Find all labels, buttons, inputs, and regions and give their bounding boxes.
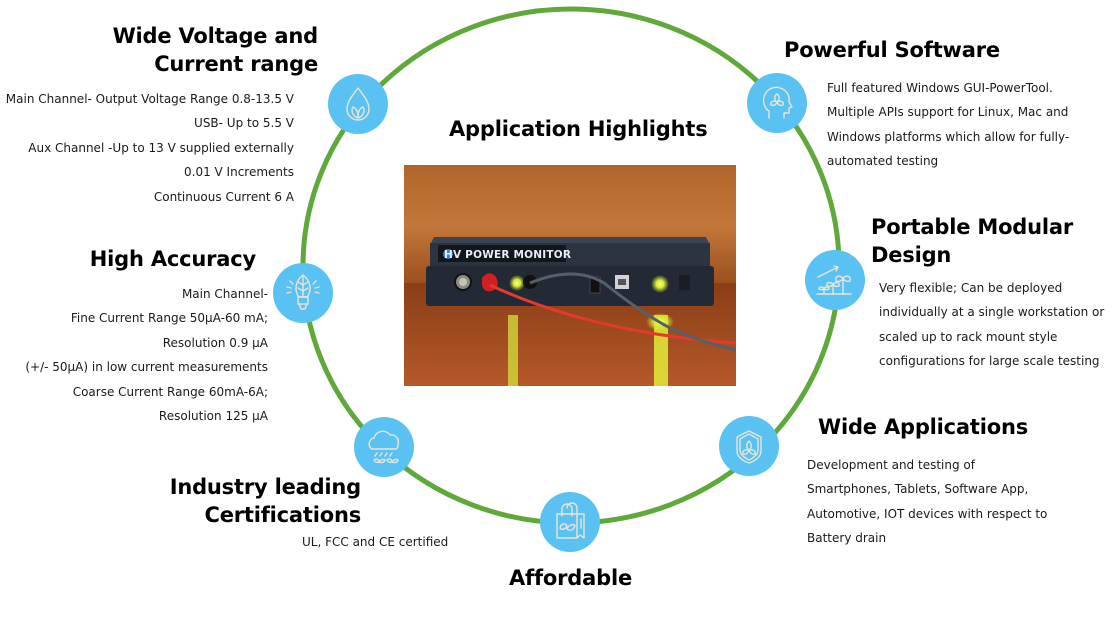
feature-details-software: Full featured Windows GUI-PowerTool. Mul… bbox=[827, 76, 1069, 174]
plant-growth-icon bbox=[805, 250, 865, 310]
title-line: Design bbox=[871, 243, 952, 267]
detail-line: Very flexible; Can be deployed bbox=[879, 281, 1063, 295]
feature-details-high-accuracy: Main Channel- Fine Current Range 50µA-60… bbox=[25, 282, 268, 428]
title-line: Industry leading bbox=[169, 475, 361, 499]
detail-line: Full featured Windows GUI-PowerTool. bbox=[827, 81, 1053, 95]
detail-line: Main Channel- Output Voltage Range 0.8-1… bbox=[5, 92, 294, 106]
detail-line: Aux Channel -Up to 13 V supplied externa… bbox=[28, 140, 294, 155]
feature-details-wide-applications: Development and testing of Smartphones, … bbox=[807, 453, 1047, 551]
head-leaves-icon bbox=[747, 73, 807, 133]
title-line: Certifications bbox=[204, 503, 361, 527]
detail-line: scaled up to rack mount style bbox=[879, 329, 1058, 344]
detail-line: Fine Current Range 50µA-60 mA; bbox=[70, 311, 268, 326]
detail-line: UL, FCC and CE certified bbox=[302, 535, 449, 549]
product-photo: HV POWER MONITOR bbox=[404, 165, 736, 386]
device-label: HV POWER MONITOR bbox=[444, 249, 572, 261]
feature-details-certifications: UL, FCC and CE certified bbox=[302, 530, 448, 554]
detail-line: 0.01 V Increments bbox=[184, 165, 294, 180]
detail-line: USB- Up to 5.5 V bbox=[194, 116, 294, 131]
detail-line: Smartphones, Tablets, Software App, bbox=[807, 482, 1029, 497]
feature-title-high-accuracy: High Accuracy bbox=[89, 247, 256, 271]
detail-line: individually at a single workstation or bbox=[879, 305, 1105, 320]
detail-line: Continuous Current 6 A bbox=[153, 189, 294, 204]
eco-shopping-bag-icon bbox=[540, 492, 600, 552]
detail-line: configurations for large scale testing bbox=[879, 354, 1100, 369]
page-title: Application Highlights bbox=[449, 117, 708, 141]
feature-title-certifications: Industry leading Certifications bbox=[170, 473, 361, 529]
detail-line: Resolution 125 µA bbox=[158, 409, 268, 424]
feature-title-wide-applications: Wide Applications bbox=[818, 415, 1028, 439]
detail-line: Multiple APIs support for Linux, Mac and bbox=[827, 105, 1069, 120]
feature-title-software: Powerful Software bbox=[784, 38, 1000, 62]
detail-line: (+/- 50µA) in low current measurements bbox=[25, 360, 268, 375]
detail-line: Automotive, IOT devices with respect to bbox=[807, 506, 1048, 521]
feature-title-affordable: Affordable bbox=[509, 566, 632, 590]
detail-line: Main Channel- bbox=[181, 287, 268, 301]
eco-bulb-icon bbox=[273, 263, 333, 323]
detail-line: Windows platforms which allow for fully- bbox=[827, 129, 1070, 144]
shield-leaves-icon bbox=[719, 416, 779, 476]
detail-line: Coarse Current Range 60mA-6A; bbox=[72, 384, 268, 399]
cloud-rain-sprout-icon bbox=[354, 417, 414, 477]
feature-details-wide-voltage: Main Channel- Output Voltage Range 0.8-1… bbox=[6, 87, 294, 209]
detail-line: Resolution 0.9 µA bbox=[162, 335, 268, 350]
detail-line: Development and testing of bbox=[807, 458, 975, 472]
detail-line: automated testing bbox=[827, 154, 939, 169]
title-line: Wide Voltage and bbox=[112, 24, 319, 48]
feature-title-wide-voltage: Wide Voltage and Current range bbox=[112, 22, 319, 78]
detail-line: Battery drain bbox=[807, 531, 887, 546]
title-line: Portable Modular bbox=[871, 215, 1074, 239]
feature-details-portable: Very flexible; Can be deployed individua… bbox=[879, 276, 1104, 374]
feature-title-portable: Portable Modular Design bbox=[871, 213, 1073, 269]
hv-power-monitor-image bbox=[404, 165, 736, 386]
title-line: Current range bbox=[154, 52, 318, 76]
water-drop-leaf-icon bbox=[328, 74, 388, 134]
